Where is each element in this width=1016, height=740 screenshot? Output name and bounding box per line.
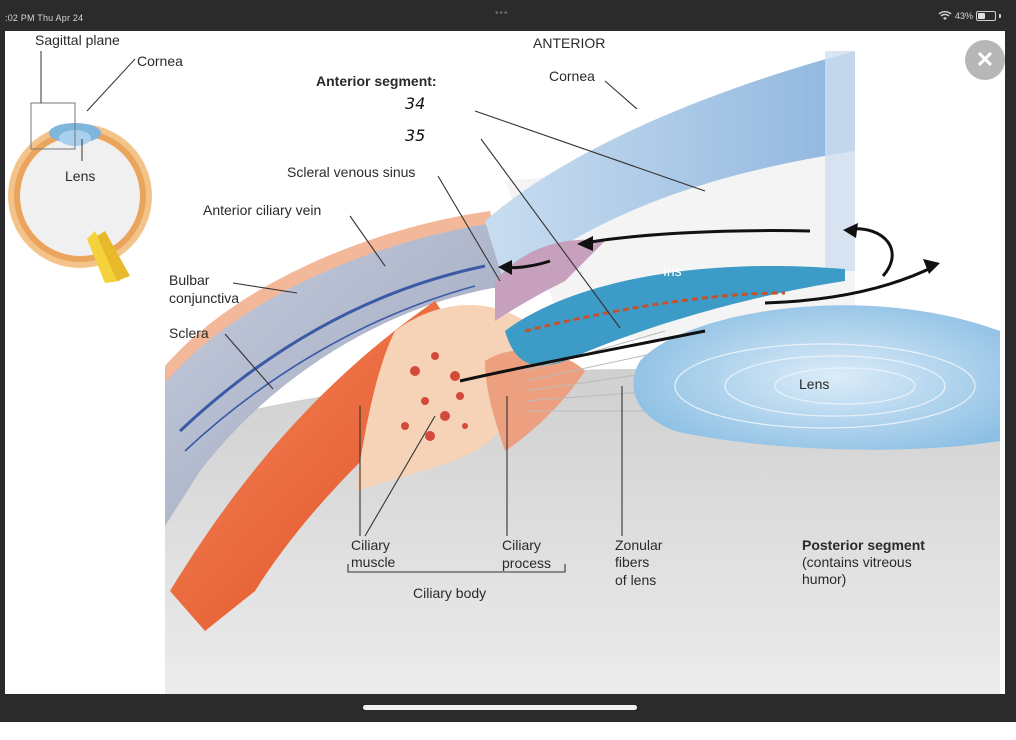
- arrow-heads: [498, 223, 940, 275]
- ciliary-vessels: [401, 352, 468, 441]
- inset-sagittal-plane-label: Sagittal plane: [35, 32, 120, 48]
- zonular-fibers-label-2: fibers: [615, 554, 650, 570]
- zonular-fibers-label-3: of lens: [615, 572, 657, 588]
- posterior-segment-note-2: humor): [802, 571, 847, 587]
- figure-viewer: Sagittal plane Cornea Lens ANTERIOR Corn…: [5, 31, 1005, 694]
- bulbar-conjunctiva-label-1: Bulbar: [169, 272, 210, 288]
- cornea-shape: [485, 51, 855, 286]
- iris-pigment: [524, 291, 786, 333]
- anterior-segment-label: Anterior segment:: [316, 73, 437, 89]
- wifi-icon: [938, 11, 952, 20]
- ciliary-process-label-2: process: [502, 555, 552, 571]
- close-icon: ✕: [975, 47, 995, 72]
- device-bezel-right: [1005, 0, 1016, 722]
- cornea-face: [825, 51, 855, 271]
- device-bezel-left: [0, 0, 5, 722]
- status-bar: :02 PM Thu Apr 24 ••• 43%: [5, 5, 1005, 31]
- battery-nub: [999, 14, 1001, 18]
- bottom-bar: [5, 694, 1005, 722]
- bulbar-conjunctiva-label-2: conjunctiva: [169, 290, 240, 306]
- ciliary-process-label-1: Ciliary: [502, 537, 541, 553]
- battery-percent: 43%: [954, 11, 973, 21]
- ciliary-body-label: Ciliary body: [413, 585, 487, 601]
- vein-line: [178, 264, 486, 433]
- ciliary-body-shape: [355, 304, 529, 491]
- iris-shape: [505, 265, 845, 366]
- leader-lines: [224, 80, 706, 573]
- sclera-shape: [165, 221, 505, 526]
- inset-cornea-label: Cornea: [137, 53, 183, 69]
- inset-eyeball-diagram: [8, 51, 152, 283]
- conjunctiva-shape: [165, 211, 493, 383]
- lens-rings: [674, 343, 976, 429]
- image-left-edge: [5, 31, 7, 694]
- home-indicator[interactable]: [363, 705, 637, 710]
- lens-shape: [633, 305, 1000, 450]
- ciliary-muscle-label-1: Ciliary: [351, 537, 390, 553]
- multitasking-dots[interactable]: •••: [495, 8, 509, 19]
- close-button[interactable]: ✕: [965, 40, 1005, 80]
- status-indicators: 43%: [938, 11, 1001, 21]
- posterior-segment-label: Posterior segment: [802, 537, 925, 553]
- vein-line-2: [184, 285, 476, 452]
- eye-anatomy-diagram: [5, 31, 1000, 694]
- zonular-fibers-label-1: Zonular: [615, 537, 663, 553]
- status-time: :02 PM Thu Apr 24: [5, 13, 84, 23]
- device-bezel-top: [0, 0, 1016, 5]
- cornea-label: Cornea: [549, 68, 595, 84]
- anterior-label: ANTERIOR: [533, 35, 606, 51]
- posterior-segment-note-1: (contains vitreous: [802, 554, 912, 570]
- battery-icon: [976, 11, 996, 21]
- scleral-venous-sinus-label: Scleral venous sinus: [287, 164, 416, 180]
- zonular-fibers: [524, 330, 666, 412]
- iris-label: Iris: [663, 263, 682, 279]
- anterior-chamber-pink: [495, 239, 605, 321]
- inset-lens-label: Lens: [65, 168, 96, 184]
- anterior-ciliary-vein-label: Anterior ciliary vein: [203, 202, 322, 218]
- lens-label: Lens: [799, 376, 830, 392]
- ciliary-muscle-label-2: muscle: [351, 554, 396, 570]
- sclera-label: Sclera: [169, 325, 209, 341]
- handwritten-note-1: 34: [405, 94, 426, 113]
- handwritten-note-2: 35: [405, 126, 426, 145]
